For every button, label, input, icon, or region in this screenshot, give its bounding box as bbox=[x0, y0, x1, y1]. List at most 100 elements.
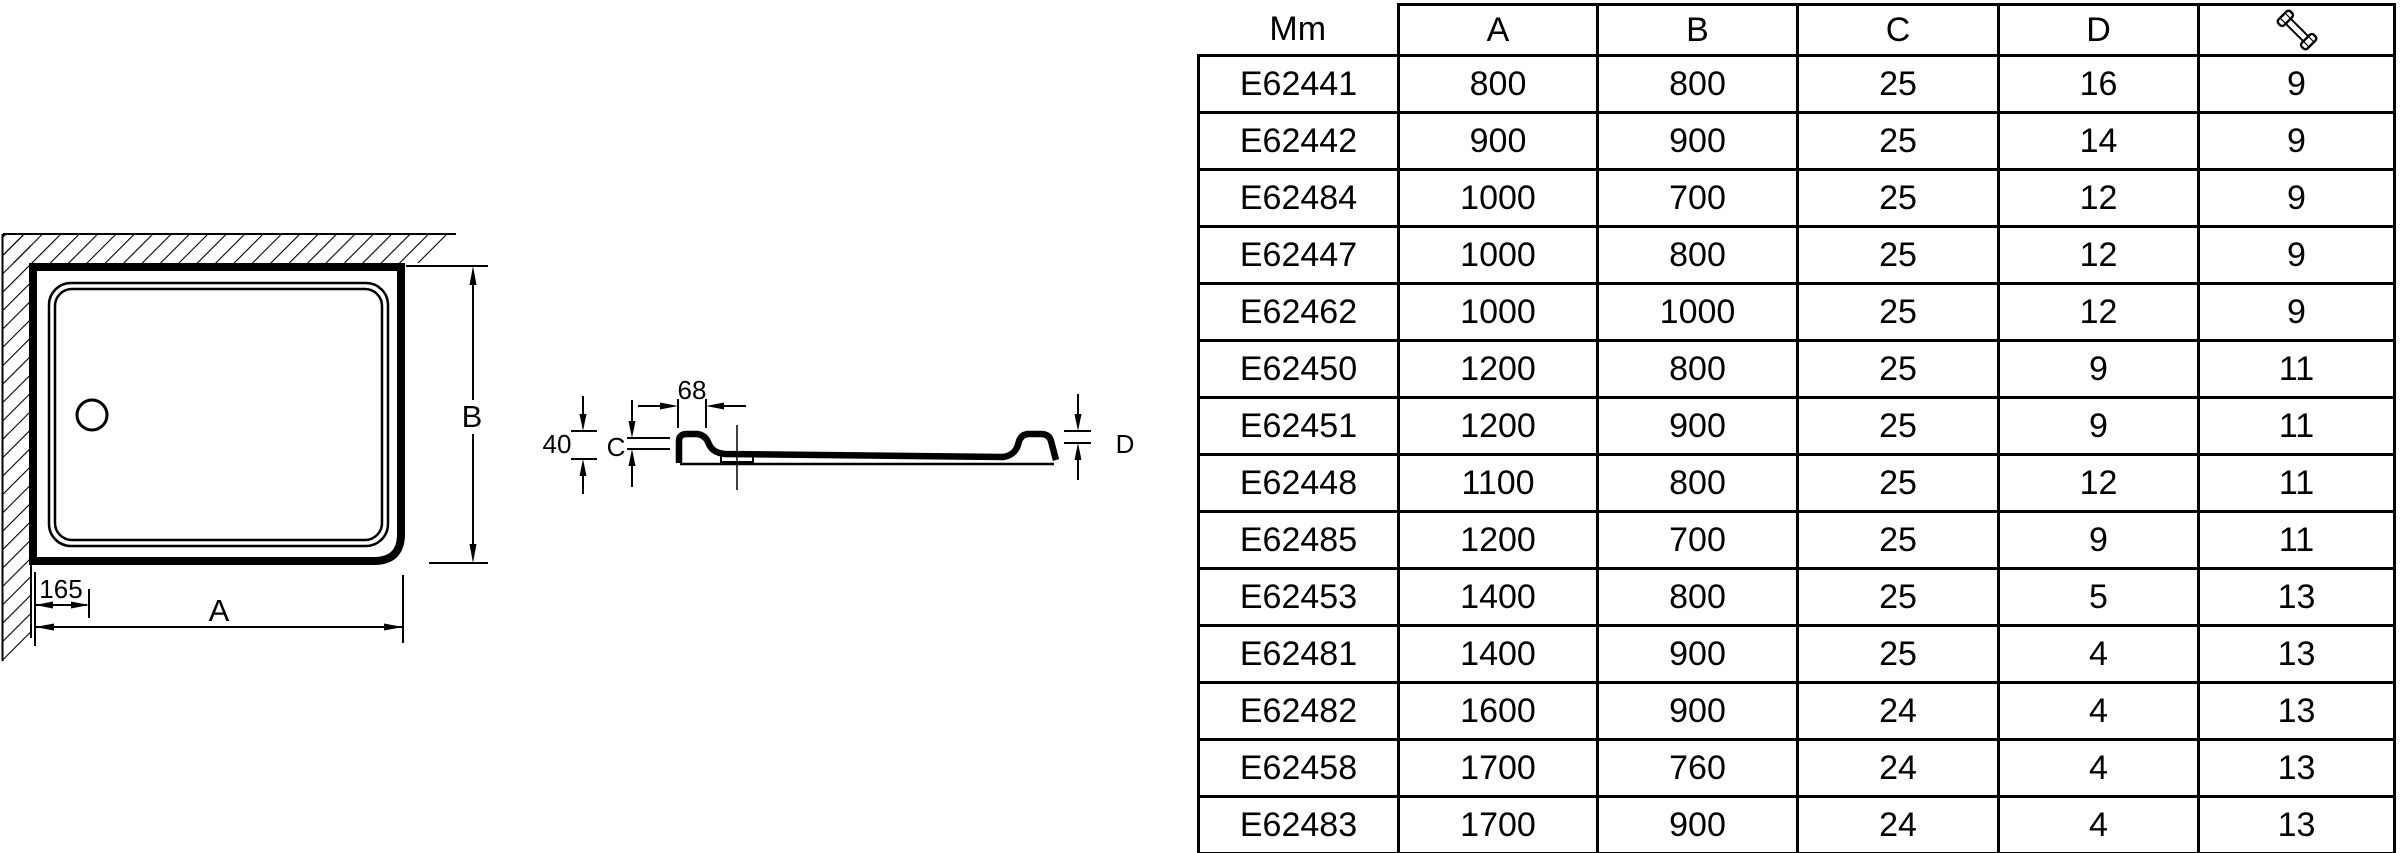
cell-c: 25 bbox=[1796, 111, 2000, 171]
tray-section-view bbox=[675, 425, 1060, 490]
cell-ref: E62450 bbox=[1197, 339, 1400, 399]
cell-b: 800 bbox=[1596, 225, 1799, 285]
cell-d: 12 bbox=[1997, 225, 2200, 285]
table-row: E62441 800 800 25 16 9 bbox=[1197, 54, 2396, 114]
cell-a: 800 bbox=[1397, 54, 1599, 114]
cell-weight: 13 bbox=[2197, 681, 2396, 741]
dim-a-label: A bbox=[209, 593, 230, 628]
cell-weight: 13 bbox=[2197, 738, 2396, 798]
table-row: E62482 1600 900 24 4 13 bbox=[1197, 681, 2396, 741]
cell-c: 24 bbox=[1796, 681, 2000, 741]
table-row: E62462 1000 1000 25 12 9 bbox=[1197, 282, 2396, 342]
dim-c-label: C bbox=[607, 432, 626, 462]
cell-b: 800 bbox=[1596, 453, 1799, 513]
cell-weight: 11 bbox=[2197, 396, 2396, 456]
cell-b: 1000 bbox=[1596, 282, 1799, 342]
cell-c: 25 bbox=[1796, 54, 2000, 114]
cell-b: 800 bbox=[1596, 339, 1799, 399]
cell-c: 25 bbox=[1796, 624, 2000, 684]
cell-c: 25 bbox=[1796, 339, 2000, 399]
dimension-b: B bbox=[406, 265, 488, 564]
column-header-b: B bbox=[1596, 3, 1799, 57]
rim-width-label: 68 bbox=[678, 375, 707, 405]
cell-weight: 13 bbox=[2197, 567, 2396, 627]
column-header-d: D bbox=[1997, 3, 2200, 57]
cell-d: 5 bbox=[1997, 567, 2200, 627]
cell-d: 9 bbox=[1997, 339, 2200, 399]
cell-b: 900 bbox=[1596, 681, 1799, 741]
dim-d-label: D bbox=[1116, 429, 1135, 459]
cell-b: 700 bbox=[1596, 168, 1799, 228]
cell-ref: E62458 bbox=[1197, 738, 1400, 798]
cell-c: 25 bbox=[1796, 453, 2000, 513]
cell-weight: 11 bbox=[2197, 510, 2396, 570]
cell-a: 1400 bbox=[1397, 567, 1599, 627]
cell-d: 4 bbox=[1997, 624, 2200, 684]
cell-c: 25 bbox=[1796, 396, 2000, 456]
cell-d: 16 bbox=[1997, 54, 2200, 114]
cell-ref: E62481 bbox=[1197, 624, 1400, 684]
cell-a: 1000 bbox=[1397, 168, 1599, 228]
dim-b-label: B bbox=[462, 399, 483, 434]
spec-table-header-row: Mm A B C D bbox=[1198, 3, 2396, 57]
cell-c: 25 bbox=[1796, 282, 2000, 342]
cell-weight: 9 bbox=[2197, 282, 2396, 342]
spec-table-body: E62441 800 800 25 16 9 E62442 900 900 25… bbox=[1197, 54, 2396, 853]
cell-a: 1700 bbox=[1397, 738, 1599, 798]
cell-b: 900 bbox=[1596, 795, 1799, 853]
cell-c: 24 bbox=[1796, 795, 2000, 853]
cell-d: 4 bbox=[1997, 795, 2200, 853]
cell-weight: 9 bbox=[2197, 111, 2396, 171]
cell-a: 1000 bbox=[1397, 282, 1599, 342]
cell-d: 12 bbox=[1997, 282, 2200, 342]
cell-weight: 13 bbox=[2197, 624, 2396, 684]
cell-ref: E62448 bbox=[1197, 453, 1400, 513]
cell-b: 900 bbox=[1596, 111, 1799, 171]
cell-d: 14 bbox=[1997, 111, 2200, 171]
cell-d: 12 bbox=[1997, 168, 2200, 228]
cell-weight: 9 bbox=[2197, 168, 2396, 228]
cell-c: 25 bbox=[1796, 225, 2000, 285]
table-row: E62447 1000 800 25 12 9 bbox=[1197, 225, 2396, 285]
cell-b: 900 bbox=[1596, 624, 1799, 684]
overall-height-label: 40 bbox=[543, 429, 572, 459]
cell-ref: E62482 bbox=[1197, 681, 1400, 741]
cell-b: 800 bbox=[1596, 567, 1799, 627]
dimension-40: 40 bbox=[543, 396, 597, 494]
table-row: E62484 1000 700 25 12 9 bbox=[1197, 168, 2396, 228]
cell-a: 1000 bbox=[1397, 225, 1599, 285]
cell-b: 800 bbox=[1596, 54, 1799, 114]
dimension-68: 68 bbox=[638, 375, 746, 428]
cell-ref: E62462 bbox=[1197, 282, 1400, 342]
cell-c: 24 bbox=[1796, 738, 2000, 798]
cell-ref: E62451 bbox=[1197, 396, 1400, 456]
cell-a: 1400 bbox=[1397, 624, 1599, 684]
table-row: E62453 1400 800 25 5 13 bbox=[1197, 567, 2396, 627]
dimension-d: D bbox=[1064, 394, 1134, 480]
cell-b: 700 bbox=[1596, 510, 1799, 570]
cell-a: 900 bbox=[1397, 111, 1599, 171]
column-header-weight bbox=[2197, 3, 2396, 57]
spec-table: Mm A B C D bbox=[1197, 3, 2396, 853]
cell-a: 1100 bbox=[1397, 453, 1599, 513]
cell-weight: 13 bbox=[2197, 795, 2396, 853]
table-row: E62483 1700 900 24 4 13 bbox=[1197, 795, 2396, 853]
cell-ref: E62484 bbox=[1197, 168, 1400, 228]
wall-hatching bbox=[1, 233, 457, 663]
cell-d: 9 bbox=[1997, 510, 2200, 570]
table-row: E62450 1200 800 25 9 11 bbox=[1197, 339, 2396, 399]
weight-icon bbox=[2202, 8, 2392, 53]
cell-b: 900 bbox=[1596, 396, 1799, 456]
dimension-c: C bbox=[607, 400, 670, 487]
cell-c: 25 bbox=[1796, 168, 2000, 228]
cell-weight: 11 bbox=[2197, 453, 2396, 513]
cell-ref: E62485 bbox=[1197, 510, 1400, 570]
cell-ref: E62447 bbox=[1197, 225, 1400, 285]
dimension-a: A bbox=[34, 572, 404, 646]
cell-c: 25 bbox=[1796, 510, 2000, 570]
cell-ref: E62453 bbox=[1197, 567, 1400, 627]
technical-drawing: B A 165 bbox=[1, 233, 1134, 663]
cell-d: 4 bbox=[1997, 681, 2200, 741]
cell-d: 9 bbox=[1997, 396, 2200, 456]
cell-a: 1200 bbox=[1397, 510, 1599, 570]
